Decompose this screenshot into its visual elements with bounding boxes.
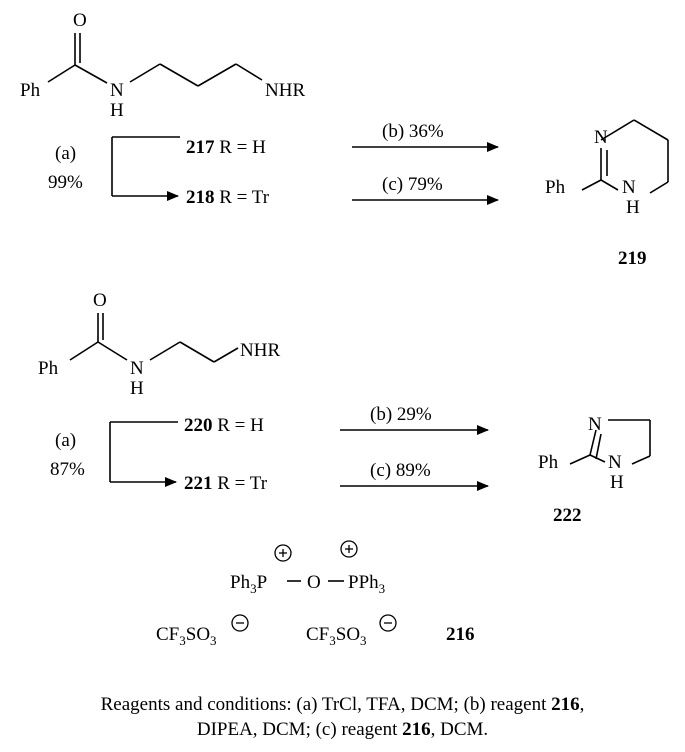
reagent-216-structure: Ph3P O PPh3 CF3SO3 CF3SO3 216 <box>156 540 475 648</box>
bridging-oxygen-label: O <box>307 572 321 593</box>
minus-charge-icon <box>379 614 397 632</box>
scheme-caption: Reagents and conditions: (a) TrCl, TFA, … <box>0 692 685 742</box>
phenyl-label: Ph <box>38 358 59 379</box>
compound-216-number: 216 <box>446 624 475 645</box>
arrow-c-1-label: (c) 79% <box>382 174 443 195</box>
ring-nh-n-label: N <box>608 452 622 473</box>
phenyl-label: Ph <box>538 452 559 473</box>
compound-222-structure <box>569 419 651 465</box>
arrow-c-2-label: (c) 89% <box>370 460 431 481</box>
step-a-yield: 99% <box>48 172 83 193</box>
compound-221-label: 221 R = Tr <box>184 473 268 494</box>
amide-n-label: N <box>130 358 144 379</box>
ring-n-label: N <box>594 127 608 148</box>
amide-n-label: N <box>110 80 124 101</box>
step-a-arrow-2 <box>109 421 178 487</box>
triflate-anion-2: CF3SO3 <box>306 624 367 648</box>
ring-nh-n-label: N <box>622 177 636 198</box>
carbonyl-oxygen-label: O <box>93 290 107 311</box>
arrow-b-2-label: (b) 29% <box>370 404 432 425</box>
ring-n-label: N <box>588 414 602 435</box>
minus-charge-icon <box>231 614 249 632</box>
nhr-label: NHR <box>265 80 305 101</box>
pph3-label: PPh3 <box>348 572 385 596</box>
carbonyl-oxygen-label: O <box>73 10 87 31</box>
compound-220-221-structure <box>69 313 239 363</box>
compound-220-label: 220 R = H <box>184 415 264 436</box>
compound-217-218-structure <box>47 33 263 87</box>
phenyl-label: Ph <box>545 177 566 198</box>
step-a-yield: 87% <box>50 459 85 480</box>
phenyl-label: Ph <box>20 80 41 101</box>
compound-217-label: 217 R = H <box>186 137 266 158</box>
amide-h-label: H <box>130 378 144 399</box>
caption-line-2: DIPEA, DCM; (c) reagent 216, DCM. <box>196 719 489 740</box>
amide-h-label: H <box>110 100 124 121</box>
ph3p-label: Ph3P <box>230 572 267 596</box>
caption-line-1: Reagents and conditions: (a) TrCl, TFA, … <box>100 694 585 715</box>
step-a-label: (a) <box>55 143 76 164</box>
ring-nh-h-label: H <box>626 197 640 218</box>
step-a-arrow-1 <box>111 136 180 201</box>
ring-nh-h-label: H <box>610 472 624 493</box>
compound-219-number: 219 <box>618 248 647 269</box>
arrow-b-1-label: (b) 36% <box>382 121 444 142</box>
nhr-label: NHR <box>240 340 280 361</box>
plus-charge-icon <box>340 540 358 558</box>
triflate-anion-1: CF3SO3 <box>156 624 217 648</box>
compound-219-structure <box>581 119 669 194</box>
plus-charge-icon <box>274 544 292 562</box>
compound-222-number: 222 <box>553 505 582 526</box>
compound-218-label: 218 R = Tr <box>186 187 270 208</box>
step-a-label: (a) <box>55 430 76 451</box>
